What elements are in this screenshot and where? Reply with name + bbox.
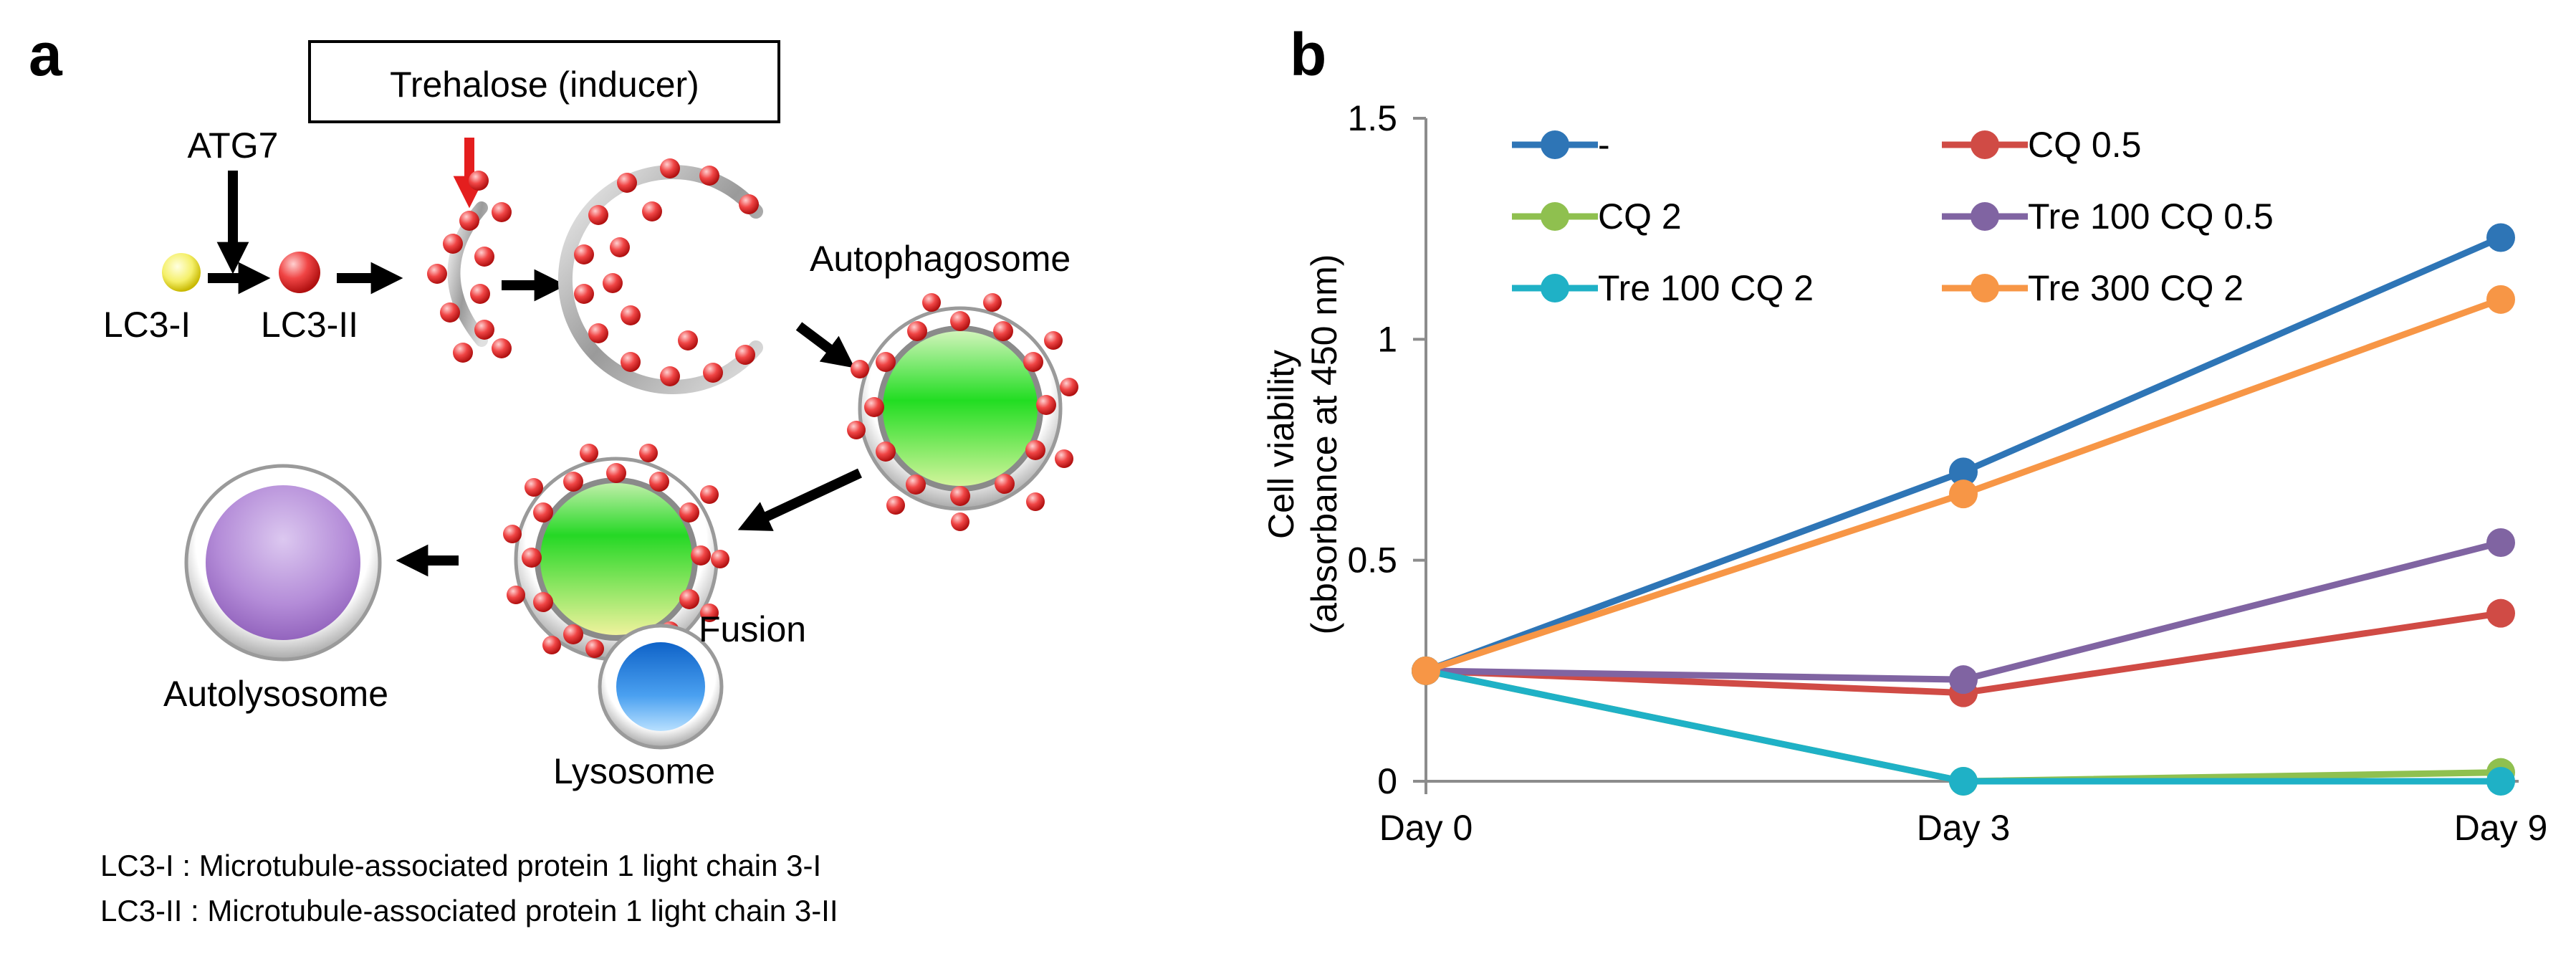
lysosome-label: Lysosome xyxy=(553,751,715,791)
footnote-lc3-i: LC3-I : Microtubule-associated protein 1… xyxy=(100,849,821,882)
inducer-box xyxy=(308,40,780,123)
legend-swatch-marker xyxy=(1971,130,1999,159)
panel-a-label: a xyxy=(29,21,63,88)
y-tick-label: 0 xyxy=(1377,761,1397,801)
data-point xyxy=(2486,528,2515,557)
atg7-label: ATG7 xyxy=(188,125,279,166)
legend-label: Tre 100 CQ 0.5 xyxy=(2028,196,2274,237)
panel-b-label: b xyxy=(1290,21,1326,88)
y-tick-label: 1 xyxy=(1377,319,1397,359)
lc3-i-particle xyxy=(162,253,201,292)
autolysosome xyxy=(184,464,382,662)
legend-label: Tre 300 CQ 2 xyxy=(2028,268,2244,308)
data-point xyxy=(1949,767,1978,796)
fusing-autophagosome xyxy=(503,444,729,662)
legend-label: - xyxy=(1598,125,1610,165)
legend-item: CQ 2 xyxy=(1512,196,1682,237)
legend-item: Tre 300 CQ 2 xyxy=(1942,268,2244,308)
legend-swatch-marker xyxy=(1541,130,1569,159)
lc3-i-label: LC3-I xyxy=(103,305,191,345)
legend-swatch-marker xyxy=(1541,202,1569,231)
data-point xyxy=(1949,480,1978,509)
y-tick-label: 1.5 xyxy=(1347,98,1397,138)
autolysosome-label: Autolysosome xyxy=(163,674,388,714)
inducer-box-label: Trehalose (inducer) xyxy=(390,65,699,105)
autophagosome-label: Autophagosome xyxy=(810,239,1071,279)
autophagosome xyxy=(847,293,1078,531)
data-point xyxy=(1412,656,1440,685)
series-5 xyxy=(1412,285,2515,685)
x-tick-label: Day 3 xyxy=(1917,808,2011,848)
data-point xyxy=(2486,598,2515,628)
legend-label: CQ 0.5 xyxy=(2028,125,2141,165)
footnote-lc3-ii: LC3-II : Microtubule-associated protein … xyxy=(100,894,838,927)
y-tick-label: 0.5 xyxy=(1347,540,1397,581)
legend-item: Tre 100 CQ 2 xyxy=(1512,268,1814,308)
series-line xyxy=(1425,234,2502,674)
series-3 xyxy=(1412,528,2515,695)
lc3-ii-particle xyxy=(279,252,320,293)
panel-b: b Cell viability (absorbance at 450 nm) … xyxy=(1261,21,2547,848)
lc3-ii-label: LC3-II xyxy=(261,305,358,345)
data-point xyxy=(2486,223,2515,252)
series-0 xyxy=(1412,223,2515,685)
data-point xyxy=(1949,665,1978,695)
legend-item: - xyxy=(1512,125,1610,165)
y-axis-title-line1: Cell viability xyxy=(1261,350,1301,539)
legend-item: Tre 100 CQ 0.5 xyxy=(1942,196,2274,237)
legend-swatch-marker xyxy=(1541,274,1569,302)
legend-swatch-marker xyxy=(1971,202,1999,231)
data-point xyxy=(1949,457,1978,487)
y-ticks: 0 0.5 1 1.5 xyxy=(1347,98,1426,801)
x-tick-label: Day 0 xyxy=(1379,808,1473,848)
arrow-to-fusion xyxy=(737,468,862,531)
legend-label: CQ 2 xyxy=(1598,196,1682,237)
fusion-label: Fusion xyxy=(699,609,806,649)
y-axis-title-line2: (absorbance at 450 nm) xyxy=(1304,254,1344,635)
y-axis-title: Cell viability (absorbance at 450 nm) xyxy=(1261,254,1344,635)
legend-label: Tre 100 CQ 2 xyxy=(1598,268,1814,308)
lysosome xyxy=(598,624,724,750)
phagophore-large xyxy=(558,158,763,394)
panel-a: a Trehalose (inducer) ATG7 LC3-I LC3-II xyxy=(29,21,1078,927)
x-ticks: Day 0 Day 3 Day 9 xyxy=(1379,781,2548,848)
chart-series xyxy=(1412,223,2515,796)
legend-item: CQ 0.5 xyxy=(1942,125,2141,165)
data-point xyxy=(2486,285,2515,314)
phagophore-small xyxy=(427,171,512,363)
arrow-to-autophagosome xyxy=(795,322,855,368)
data-point xyxy=(2486,767,2515,796)
x-tick-label: Day 9 xyxy=(2454,808,2548,848)
legend-swatch-marker xyxy=(1971,274,1999,302)
